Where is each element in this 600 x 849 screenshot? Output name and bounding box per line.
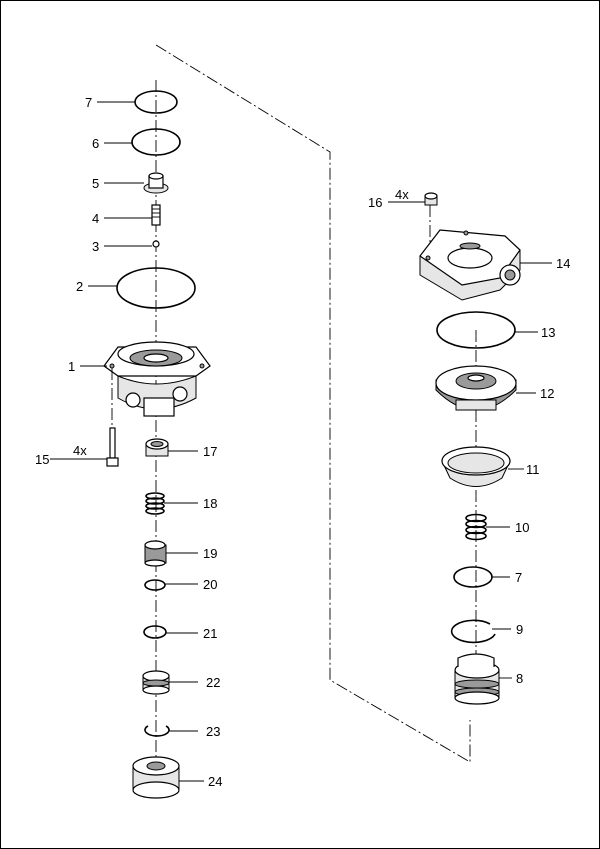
label-20: 20 (203, 577, 217, 592)
part-2-o-ring (116, 267, 196, 309)
label-18: 18 (203, 496, 217, 511)
label-14: 14 (556, 256, 570, 271)
part-18-spring (145, 492, 165, 515)
label-16: 16 (368, 195, 382, 210)
part-19-piston (144, 540, 167, 567)
label-15-quantity: 4x (73, 443, 87, 458)
part-14-cover (419, 229, 521, 301)
label-15: 15 (35, 452, 49, 467)
label-24: 24 (208, 774, 222, 789)
label-17: 17 (203, 444, 217, 459)
label-2: 2 (76, 279, 83, 294)
label-9: 9 (516, 622, 523, 637)
part-15-screw (106, 368, 119, 467)
part-24-nut (132, 756, 180, 799)
label-22: 22 (206, 675, 220, 690)
label-11: 11 (526, 462, 540, 477)
label-7: 7 (85, 95, 92, 110)
part-4-pin (151, 204, 161, 226)
label-16-quantity: 4x (395, 187, 409, 202)
part-3-ball (152, 240, 160, 248)
label-8: 8 (516, 671, 523, 686)
label-7-right: 7 (515, 570, 522, 585)
assembly-path-line (155, 44, 471, 763)
part-21-o-ring (143, 625, 167, 639)
part-10-spring (465, 513, 487, 541)
part-5-cap (143, 172, 169, 194)
part-9-snap-ring (450, 619, 496, 644)
label-3: 3 (92, 239, 99, 254)
label-6: 6 (92, 136, 99, 151)
label-10: 10 (515, 520, 529, 535)
label-13: 13 (541, 325, 555, 340)
label-21: 21 (203, 626, 217, 641)
label-1: 1 (68, 359, 75, 374)
label-5: 5 (92, 176, 99, 191)
part-11-cup (441, 446, 511, 487)
part-7-o-ring-right (453, 566, 493, 588)
label-12: 12 (540, 386, 554, 401)
part-16-nut (424, 192, 438, 206)
part-6-o-ring (131, 128, 181, 156)
part-23-snap-ring (144, 725, 170, 737)
label-23: 23 (206, 724, 220, 739)
part-12-diaphragm (435, 365, 517, 411)
part-1-valve-body (103, 341, 211, 417)
part-20-o-ring (144, 579, 166, 591)
label-4: 4 (92, 211, 99, 226)
part-13-o-ring (436, 311, 516, 349)
part-22-bushing (142, 670, 170, 695)
part-8-valve-seat (454, 653, 500, 705)
label-19: 19 (203, 546, 217, 561)
part-17-seal (145, 438, 169, 457)
